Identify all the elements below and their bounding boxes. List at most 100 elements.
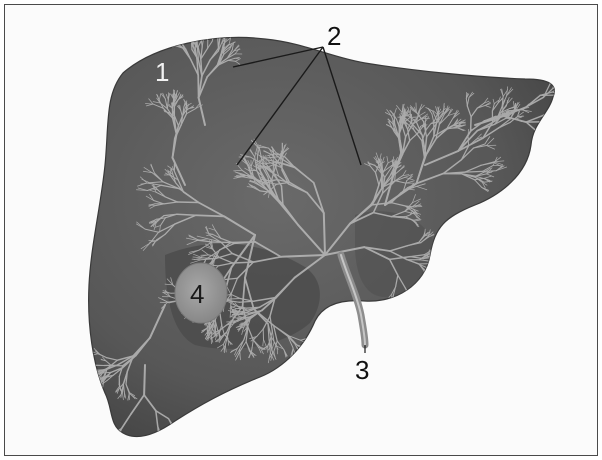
vessel-segment	[559, 88, 561, 97]
vessel-segment	[556, 126, 564, 131]
vessel-segment	[409, 297, 414, 302]
vessel-segment	[174, 428, 181, 432]
vessel-segment	[99, 441, 104, 445]
vessel-segment	[93, 436, 100, 437]
vessel-segment	[547, 143, 552, 151]
vessel-segment	[203, 33, 204, 39]
vessel-segment	[471, 117, 472, 131]
vessel-segment	[428, 268, 432, 275]
vessel-segment	[122, 452, 127, 456]
vessel-segment	[425, 271, 431, 274]
vessel-segment	[561, 86, 567, 87]
vessel-segment	[543, 154, 546, 161]
vessel-segment	[230, 299, 240, 300]
vessel-segment	[555, 95, 564, 101]
vessel-segment	[98, 439, 104, 441]
vessel-segment	[563, 112, 567, 117]
vessel-segment	[556, 125, 566, 126]
vessel-segment	[170, 36, 173, 43]
vessel-segment	[563, 79, 569, 86]
vessel-segment	[412, 298, 419, 303]
vessel-segment	[144, 365, 145, 395]
vessel-segment	[104, 434, 111, 439]
vessel-segment	[112, 452, 116, 457]
vessel-segment	[207, 333, 214, 334]
vessel-segment	[165, 443, 168, 447]
vessel-segment	[547, 154, 553, 158]
vessel-segment	[540, 134, 543, 146]
vessel-segment	[100, 441, 104, 446]
vessel-segment	[552, 151, 557, 154]
vessel-segment	[90, 365, 96, 367]
liver-figure-frame: 1 2 3 4	[4, 4, 598, 456]
vessel-segment	[89, 365, 95, 367]
vessel-segment	[118, 444, 122, 452]
vessel-segment	[173, 41, 178, 44]
vessel-segment	[122, 452, 127, 455]
vessel-segment	[565, 125, 571, 129]
vessel-segment	[553, 149, 560, 150]
vessel-segment	[201, 34, 204, 39]
vessel-segment	[562, 93, 566, 100]
vessel-segment	[561, 95, 567, 99]
vessel-segment	[122, 455, 126, 457]
vessel-segment	[564, 101, 569, 106]
vessel-segment	[201, 34, 203, 40]
vessel-segment	[215, 33, 218, 38]
vessel-segment	[555, 93, 567, 96]
vessel-segment	[162, 444, 166, 448]
vessel-segment	[557, 112, 567, 115]
vessel-segment	[556, 99, 562, 107]
vessel-segment	[561, 88, 562, 97]
vessel-segment	[425, 271, 431, 272]
vessel-segment	[103, 434, 111, 437]
vessel-segment	[565, 124, 572, 125]
vessel-segment	[556, 126, 567, 127]
vessel-segment	[181, 428, 186, 430]
vessel-segment	[154, 443, 155, 448]
vessel-segment	[118, 444, 122, 455]
vessel-segment	[187, 35, 191, 41]
vessel-segment	[556, 113, 565, 117]
vessel-segment	[197, 36, 198, 41]
vessel-segment	[174, 428, 181, 430]
vessel-segment	[97, 441, 104, 442]
vessel-segment	[428, 268, 434, 270]
vessel-segment	[432, 254, 438, 257]
vessel-segment	[547, 143, 554, 148]
vessel-segment	[177, 41, 181, 44]
vessel-segment	[174, 429, 177, 436]
vessel-segment	[107, 434, 111, 442]
vessel-segment	[192, 30, 194, 36]
vessel-segment	[556, 97, 561, 108]
vessel-segment	[161, 437, 165, 443]
vessel-segment	[563, 81, 568, 86]
vessel-segment	[538, 155, 543, 160]
vessel-segment	[432, 249, 439, 250]
vessel-segment	[547, 143, 554, 149]
vessel-segment	[282, 159, 283, 170]
vessel-segment	[552, 151, 556, 156]
vessel-segment	[116, 442, 117, 452]
vessel-segment	[567, 90, 575, 93]
liver-illustration: 1 2 3 4	[5, 5, 599, 457]
vessel-segment	[174, 165, 175, 172]
vessel-segment	[568, 106, 573, 112]
vessel-segment	[566, 120, 573, 121]
vessel-segment	[189, 30, 191, 37]
vessel-segment	[563, 111, 566, 117]
vessel-segment	[89, 371, 95, 373]
vessel-segment	[554, 149, 557, 154]
vessel-segment	[567, 127, 574, 128]
vessel-segment	[87, 371, 95, 372]
vessel-segment	[555, 63, 556, 73]
vessel-segment	[166, 443, 171, 446]
vessel-segment	[565, 107, 571, 108]
vessel-segment	[553, 149, 559, 153]
vessel-segment	[556, 63, 557, 73]
vessel-segment	[103, 437, 110, 443]
vessel-segment	[554, 149, 560, 151]
vessel-segment	[543, 155, 547, 161]
vessel-segment	[100, 436, 110, 437]
callout-label-4: 4	[190, 279, 204, 309]
